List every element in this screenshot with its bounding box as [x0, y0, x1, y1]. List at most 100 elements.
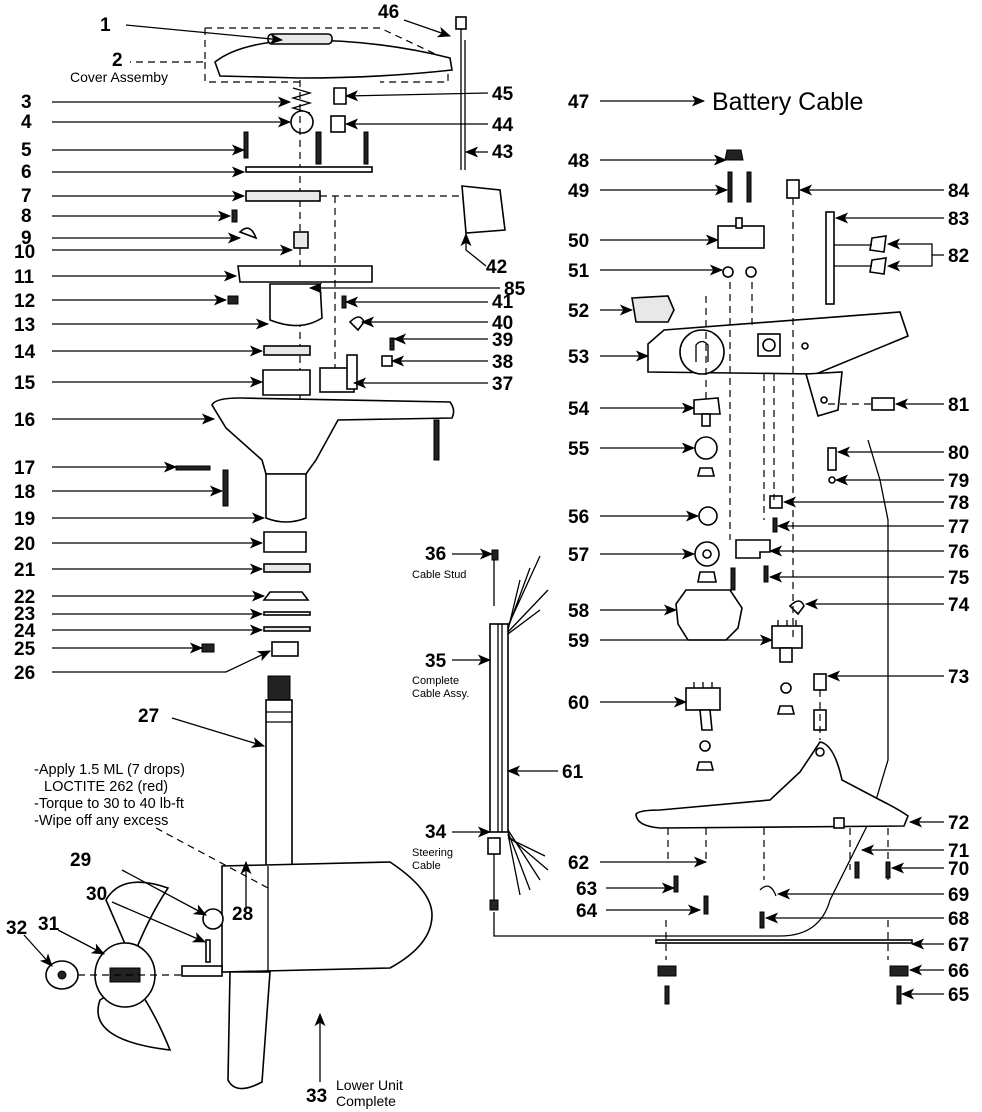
prop-nut-hole [57, 970, 67, 980]
screw-18-part [222, 469, 229, 507]
callout-79: 79 [948, 471, 969, 492]
steering-cable-end [487, 837, 501, 855]
callout-numbers: 1 2 3 4 5 6 7 8 9 10 11 12 13 14 15 16 1… [6, 2, 970, 1107]
bushing-73-part [813, 673, 827, 691]
callout-57: 57 [568, 545, 589, 566]
complete-cable-label-2: Cable Assy. [412, 688, 469, 700]
pin-83-part [825, 211, 835, 305]
callout-60: 60 [568, 693, 589, 714]
clip-44-part [330, 115, 346, 133]
lower-unit-part [221, 861, 433, 973]
battery-cable-label: Battery Cable [712, 88, 863, 116]
callout-84: 84 [948, 181, 970, 202]
callout-69: 69 [948, 885, 969, 906]
nut-29-part [202, 908, 224, 930]
clip-9-part [238, 227, 258, 240]
screw-8-part [231, 209, 238, 223]
callout-17: 17 [14, 458, 35, 479]
cable-assembly-part [489, 623, 509, 833]
callout-33: 33 [306, 1086, 327, 1107]
shaft-spline-part [267, 675, 291, 701]
screw-65b-part [896, 985, 902, 1005]
cable-wires-top [507, 555, 549, 635]
mount-base-part [635, 741, 909, 829]
screw-76-part [730, 567, 736, 591]
callout-18: 18 [14, 482, 35, 503]
callout-42: 42 [486, 257, 507, 278]
nut-51-part [722, 266, 734, 278]
cable-stud-label: Cable Stud [412, 569, 466, 581]
switch-59-part [771, 625, 803, 649]
callout-68: 68 [948, 909, 969, 930]
gear-10-part [293, 231, 309, 249]
switch-60-toggle [699, 709, 713, 731]
callout-16: 16 [14, 410, 35, 431]
hex-59-part [776, 705, 796, 715]
callout-45: 45 [492, 84, 514, 105]
bracket-window-hole [762, 338, 776, 352]
callout-28: 28 [232, 904, 253, 925]
callout-50: 50 [568, 231, 589, 252]
callout-55: 55 [568, 439, 590, 460]
screw-75-part [763, 565, 769, 583]
callout-58: 58 [568, 601, 589, 622]
clip-76-part [735, 539, 771, 559]
callout-24: 24 [14, 621, 36, 642]
knob-48-part [724, 149, 744, 161]
bushing-part [290, 110, 314, 134]
composite-shaft-part [265, 699, 293, 897]
pin-17-part [175, 465, 211, 471]
mount-base-hole [815, 747, 825, 757]
callout-26: 26 [14, 663, 35, 684]
note-line-2: LOCTITE 262 (red) [44, 779, 168, 795]
callout-51: 51 [568, 261, 590, 282]
callout-23: 23 [14, 604, 35, 625]
foot-66-part [657, 965, 677, 977]
pin-30-part [205, 939, 211, 963]
callout-48: 48 [568, 151, 589, 172]
callout-1: 1 [100, 15, 111, 36]
callout-11: 11 [14, 267, 35, 288]
callout-9: 9 [21, 228, 32, 249]
cover-assembly-label: Cover Assemby [70, 69, 168, 85]
callout-47: 47 [568, 92, 589, 113]
callout-4: 4 [21, 112, 32, 133]
note-line-4: -Wipe off any excess [34, 813, 168, 829]
motor-part [269, 283, 323, 327]
screw-41-part [341, 295, 347, 309]
elbow-74-part [788, 600, 805, 616]
callout-29: 29 [70, 850, 91, 871]
nut-82-leader [834, 244, 872, 267]
cable-tip-part [489, 899, 499, 911]
callout-78: 78 [948, 493, 969, 514]
switch-59-stem [779, 647, 793, 663]
callout-82: 82 [948, 246, 969, 267]
callout-53: 53 [568, 347, 589, 368]
callout-7: 7 [21, 186, 32, 207]
callout-35: 35 [425, 651, 447, 672]
screw-68-part [759, 911, 765, 929]
strap-head-part [455, 16, 467, 30]
steering-cable-label-1: Steering [412, 847, 453, 859]
callout-49: 49 [568, 181, 589, 202]
callout-73: 73 [948, 667, 969, 688]
propeller-blade-top [105, 881, 170, 963]
callout-31: 31 [38, 914, 60, 935]
spring-part [290, 87, 313, 114]
bracket-part [237, 265, 373, 283]
cable-strands [497, 624, 503, 832]
callout-75: 75 [948, 568, 970, 589]
nut-82-part [869, 235, 887, 253]
callout-27: 27 [138, 706, 159, 727]
callout-56: 56 [568, 507, 589, 528]
note-line-1: -Apply 1.5 ML (7 drops) [34, 762, 185, 778]
callout-14: 14 [14, 342, 36, 363]
set-screw-part [227, 295, 239, 305]
note-line-3: -Torque to 30 to 40 lb-ft [34, 796, 184, 812]
switch-54-part [693, 397, 721, 415]
hex-55-part [696, 467, 716, 477]
set-screw-25-part [201, 643, 215, 653]
nut-55-part [694, 436, 718, 460]
